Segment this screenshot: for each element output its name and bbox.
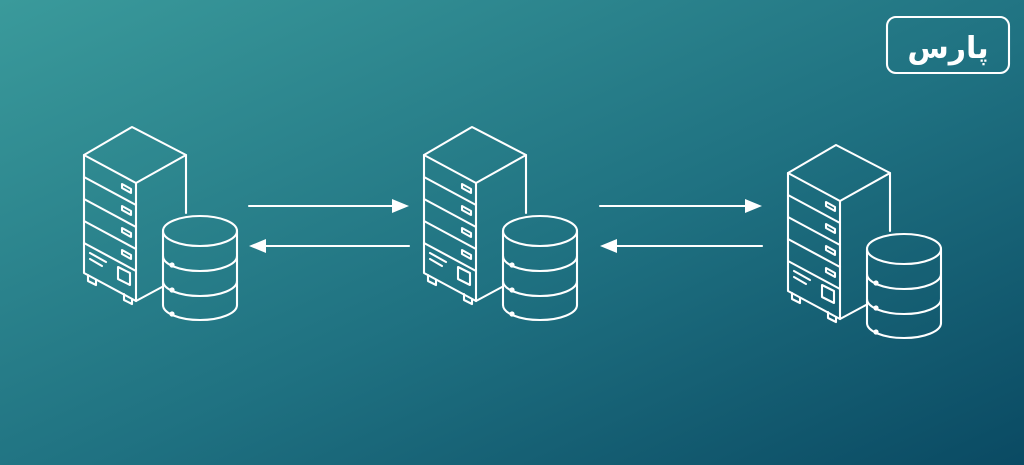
arrow-left-icon <box>249 239 411 253</box>
arrow-right-icon <box>598 199 762 213</box>
link-1-2 <box>247 199 411 253</box>
arrow-right-icon <box>247 199 409 213</box>
brand-logo-text: پارس <box>907 31 988 66</box>
link-2-3 <box>598 199 764 253</box>
brand-logo: پارس <box>885 15 1011 75</box>
arrow-left-icon <box>600 239 764 253</box>
